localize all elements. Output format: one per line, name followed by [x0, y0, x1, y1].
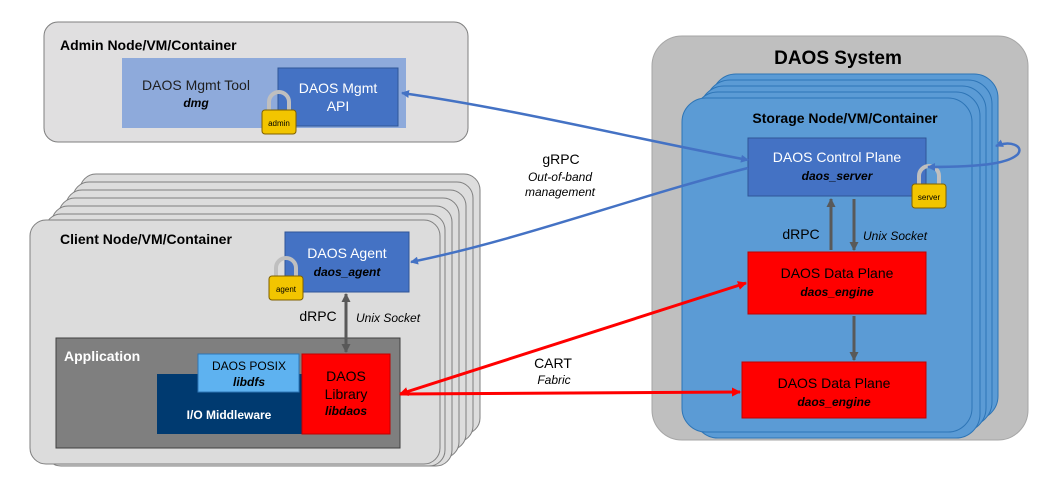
daos-agent-label: DAOS Agent: [307, 245, 386, 261]
fabric-label: Fabric: [537, 373, 570, 387]
mgmt-api-box: [277, 67, 399, 127]
daos-library-label-2: Library: [325, 386, 368, 402]
admin-node: Admin Node/VM/Container DAOS Mgmt Tool d…: [43, 21, 469, 143]
application-label: Application: [64, 348, 140, 364]
control-plane-box: [747, 137, 927, 197]
data-plane-2-engine: daos_engine: [797, 395, 871, 409]
admin-node-title: Admin Node/VM/Container: [60, 37, 237, 53]
data-plane-1-label: DAOS Data Plane: [781, 265, 894, 281]
daos-agent-cmd: daos_agent: [314, 265, 382, 279]
control-plane-cmd: daos_server: [802, 169, 874, 183]
io-middleware-label: I/O Middleware: [187, 408, 272, 422]
oob-label-1: Out-of-band: [528, 170, 592, 184]
grpc-admin-arrow: [401, 90, 749, 163]
daos-posix-box: [197, 353, 300, 393]
agent-lock-label: agent: [276, 285, 297, 294]
data-plane-2-box: [741, 361, 927, 419]
daos-library-label-1: DAOS: [326, 368, 366, 384]
oob-label-2: management: [525, 185, 596, 199]
mgmt-tool-cmd: dmg: [183, 96, 209, 110]
mgmt-api-label-2: API: [327, 98, 350, 114]
client-drpc-label: dRPC: [299, 308, 336, 324]
data-plane-1-engine: daos_engine: [800, 285, 874, 299]
data-plane-1-box: [747, 251, 927, 315]
storage-node-title: Storage Node/VM/Container: [752, 110, 938, 126]
control-peer-arrow: [927, 139, 1021, 171]
fabric-arrow-2: [399, 387, 741, 397]
grpc-agent-arrow: [410, 166, 749, 265]
mgmt-tool-label: DAOS Mgmt Tool: [142, 77, 250, 93]
admin-lock-icon: admin: [261, 90, 297, 135]
client-node-title: Client Node/VM/Container: [60, 231, 232, 247]
server-drpc-label: dRPC: [782, 226, 819, 242]
daos-posix-label: DAOS POSIX: [212, 359, 286, 373]
admin-lock-label: admin: [268, 119, 290, 128]
server-unix-socket-label: Unix Socket: [863, 229, 928, 243]
daos-library-lib: libdaos: [325, 404, 367, 418]
daos-library-box: [301, 353, 391, 435]
grpc-label: gRPC: [542, 151, 579, 167]
daos-system-title: DAOS System: [774, 48, 902, 69]
mgmt-api-label-1: DAOS Mgmt: [299, 80, 378, 96]
agent-lock-icon: agent: [268, 256, 304, 301]
fabric-arrow-1: [399, 281, 747, 396]
daos-posix-lib: libdfs: [233, 375, 265, 389]
data-plane-2-label: DAOS Data Plane: [778, 375, 891, 391]
cart-label: CART: [534, 355, 572, 371]
server-lock-label: server: [918, 193, 941, 202]
control-plane-label: DAOS Control Plane: [773, 149, 902, 165]
client-unix-socket-label: Unix Socket: [356, 311, 421, 325]
daos-agent-box: [284, 231, 410, 293]
